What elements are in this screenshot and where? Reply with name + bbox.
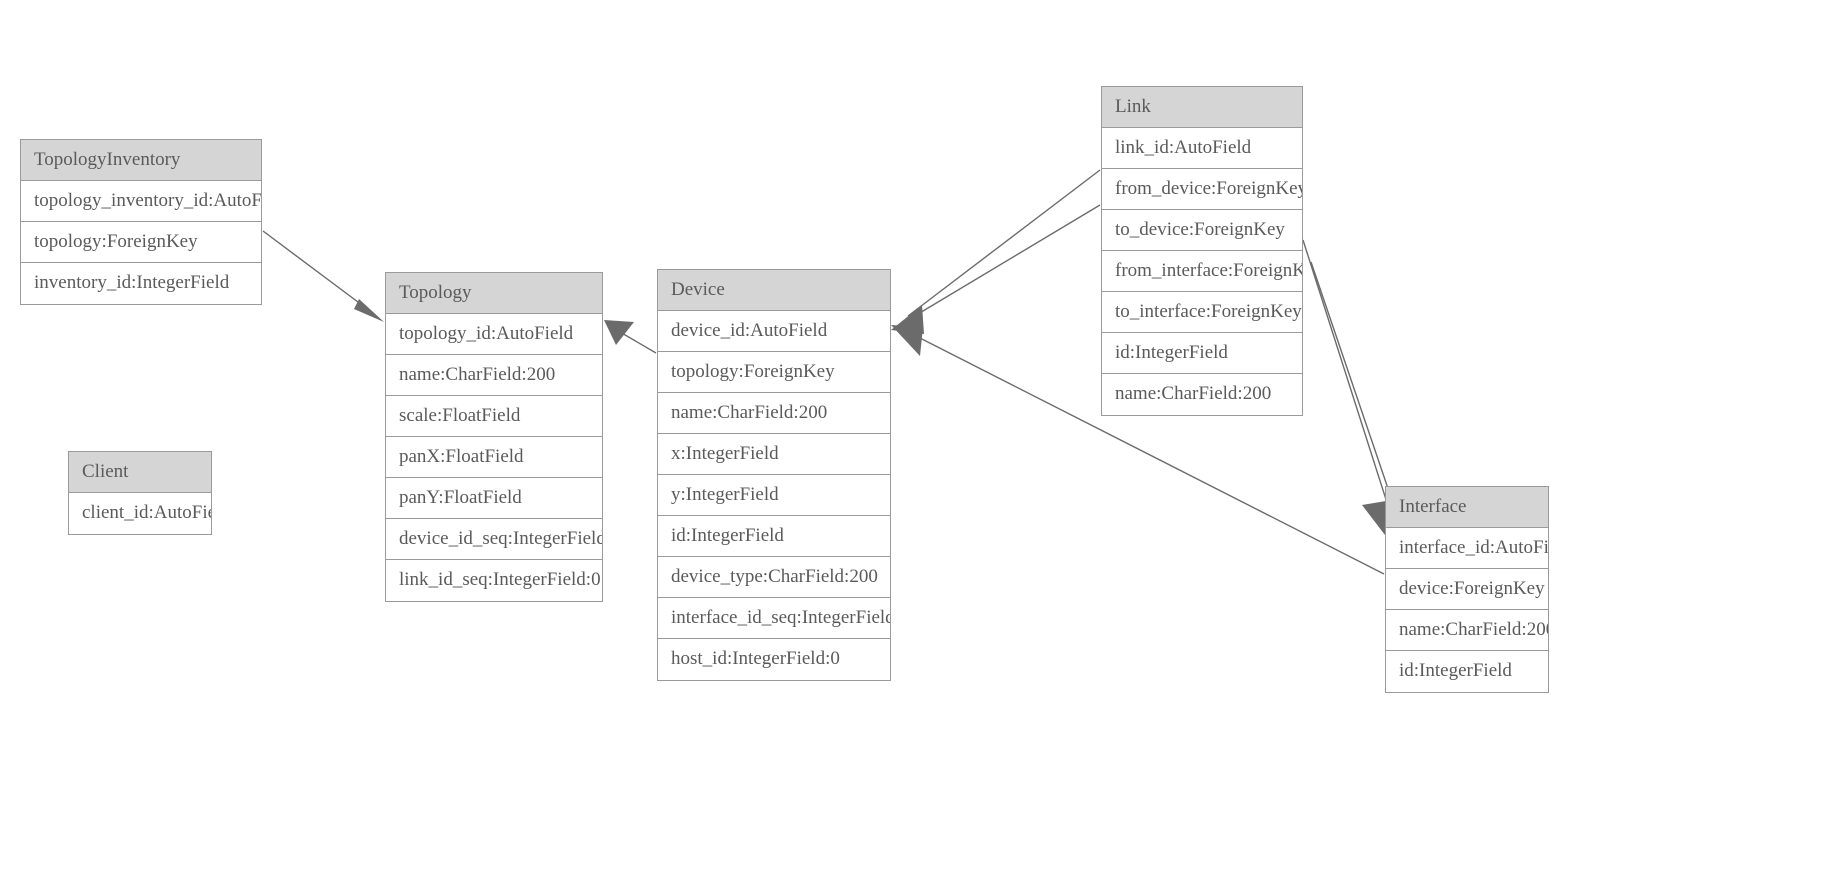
field-row: topology_id:AutoField bbox=[386, 314, 602, 355]
field-row: id:IntegerField bbox=[658, 516, 890, 557]
edge-link-from-interface bbox=[1302, 239, 1391, 513]
field-row: inventory_id:IntegerField bbox=[21, 263, 261, 304]
entity-title-topologyinventory: TopologyInventory bbox=[21, 140, 261, 181]
field-row: interface_id:AutoField bbox=[1386, 528, 1548, 569]
field-row: host_id:IntegerField:0 bbox=[658, 639, 890, 680]
field-row: to_interface:ForeignKey bbox=[1102, 292, 1302, 333]
field-row: to_device:ForeignKey bbox=[1102, 210, 1302, 251]
field-row: device_type:CharField:200 bbox=[658, 557, 890, 598]
field-row: topology:ForeignKey bbox=[658, 352, 890, 393]
field-row: panX:FloatField bbox=[386, 437, 602, 478]
field-row: x:IntegerField bbox=[658, 434, 890, 475]
field-row: name:CharField:200 bbox=[1386, 610, 1548, 651]
field-row: device_id:AutoField bbox=[658, 311, 890, 352]
edge-link-to-device bbox=[907, 204, 1101, 321]
field-row: client_id:AutoField bbox=[69, 493, 211, 534]
entity-title-device: Device bbox=[658, 270, 890, 311]
field-row: link_id:AutoField bbox=[1102, 128, 1302, 169]
field-row: device_id_seq:IntegerField:0 bbox=[386, 519, 602, 560]
field-row: from_device:ForeignKey bbox=[1102, 169, 1302, 210]
edge-device-topology bbox=[604, 320, 657, 354]
entity-title-link: Link bbox=[1102, 87, 1302, 128]
field-row: id:IntegerField bbox=[1386, 651, 1548, 692]
field-row: y:IntegerField bbox=[658, 475, 890, 516]
field-row: name:CharField:200 bbox=[1102, 374, 1302, 415]
arrowhead-device-from-link bbox=[891, 305, 924, 334]
field-row: link_id_seq:IntegerField:0 bbox=[386, 560, 602, 601]
entity-title-client: Client bbox=[69, 452, 211, 493]
field-row: scale:FloatField bbox=[386, 396, 602, 437]
field-row: interface_id_seq:IntegerField:0 bbox=[658, 598, 890, 639]
field-row: name:CharField:200 bbox=[386, 355, 602, 396]
field-row: panY:FloatField bbox=[386, 478, 602, 519]
field-row: name:CharField:200 bbox=[658, 393, 890, 434]
entity-title-interface: Interface bbox=[1386, 487, 1548, 528]
entity-link[interactable]: Link link_id:AutoField from_device:Forei… bbox=[1101, 86, 1303, 416]
field-row: id:IntegerField bbox=[1102, 333, 1302, 374]
field-row: topology:ForeignKey bbox=[21, 222, 261, 263]
entity-topology[interactable]: Topology topology_id:AutoField name:Char… bbox=[385, 272, 603, 602]
entity-device[interactable]: Device device_id:AutoField topology:Fore… bbox=[657, 269, 891, 681]
entity-client[interactable]: Client client_id:AutoField bbox=[68, 451, 212, 535]
entity-interface[interactable]: Interface interface_id:AutoField device:… bbox=[1385, 486, 1549, 693]
edge-topologyinventory-topology bbox=[262, 230, 384, 322]
field-row: device:ForeignKey bbox=[1386, 569, 1548, 610]
field-row: from_interface:ForeignKey bbox=[1102, 251, 1302, 292]
entity-title-topology: Topology bbox=[386, 273, 602, 314]
entity-topologyinventory[interactable]: TopologyInventory topology_inventory_id:… bbox=[20, 139, 262, 305]
edge-link-from-device bbox=[907, 169, 1101, 317]
field-row: topology_inventory_id:AutoField bbox=[21, 181, 261, 222]
edge-link-to-interface bbox=[1310, 261, 1397, 513]
